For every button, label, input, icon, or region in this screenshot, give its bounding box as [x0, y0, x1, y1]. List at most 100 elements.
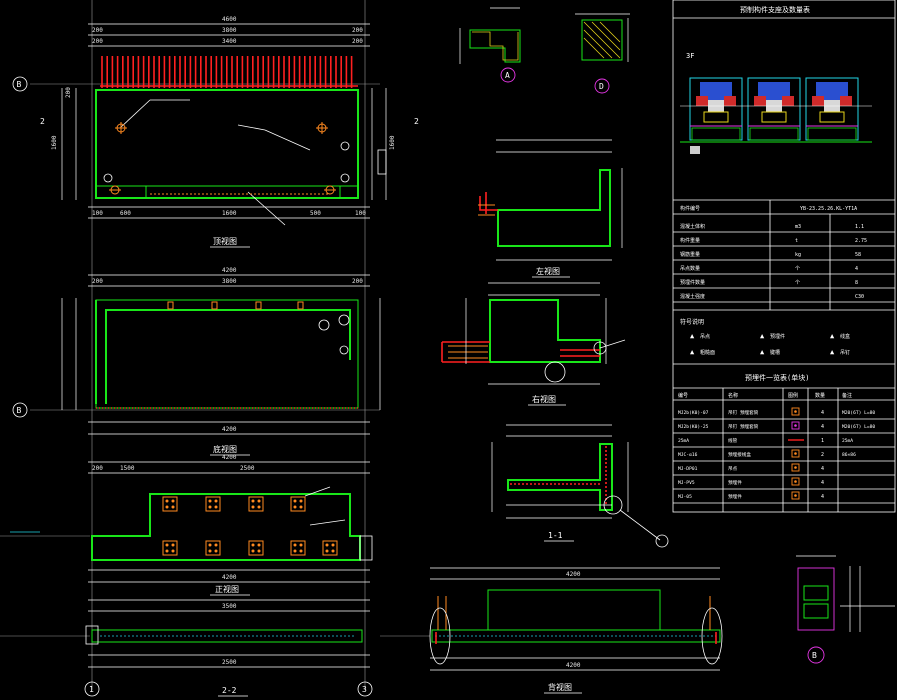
- svg-text:D: D: [599, 82, 604, 91]
- embed-plate: [205, 496, 221, 512]
- svg-text:500: 500: [310, 210, 321, 217]
- info-panel: 预制构件支座及数量表 3F 构件编号 YB-23.25.26.KL-YT1A 混…: [672, 0, 896, 513]
- legend-item: ▲ 预埋件: [760, 332, 785, 340]
- svg-text:钢筋重量: 钢筋重量: [680, 251, 700, 258]
- svg-text:200: 200: [352, 278, 363, 285]
- svg-text:200: 200: [92, 38, 103, 45]
- svg-text:3: 3: [362, 685, 367, 694]
- svg-text:2500: 2500: [240, 465, 255, 472]
- table2-title: 预埋件一览表(单块): [745, 373, 809, 382]
- svg-text:线盒: 线盒: [840, 333, 850, 340]
- axis-label-b2: B: [17, 406, 22, 415]
- svg-text:3400: 3400: [222, 38, 237, 45]
- top-view-title: 顶视图: [213, 236, 237, 246]
- embed-plate: [162, 540, 178, 556]
- svg-text:4200: 4200: [566, 571, 581, 578]
- svg-text:4200: 4200: [222, 574, 237, 581]
- table1-row: 混凝土体积 m3 1.1: [673, 223, 895, 233]
- svg-text:600: 600: [120, 210, 131, 217]
- svg-text:m3: m3: [795, 224, 801, 230]
- svg-text:吊钉 预埋套筒: 吊钉 预埋套筒: [728, 409, 759, 416]
- legend-item: ▲键槽: [760, 348, 780, 356]
- axis-bubble-3: 3: [357, 681, 373, 697]
- svg-text:1.1: 1.1: [855, 224, 864, 230]
- right-view: 右视图: [441, 282, 626, 406]
- legend-item: ▲吊点: [690, 332, 710, 340]
- svg-text:▲: ▲: [830, 332, 835, 340]
- svg-text:100: 100: [355, 210, 366, 217]
- svg-text:B: B: [812, 651, 817, 660]
- svg-text:1600: 1600: [389, 135, 396, 150]
- svg-text:吊点: 吊点: [700, 334, 710, 340]
- rebar-comb: [101, 56, 353, 88]
- svg-text:预埋接线盒: 预埋接线盒: [728, 451, 751, 458]
- svg-text:混凝土体积: 混凝土体积: [680, 223, 705, 230]
- svg-text:58: 58: [855, 252, 861, 258]
- embed-plate: [248, 496, 264, 512]
- legend-item: ▲吊钉: [830, 348, 850, 356]
- svg-text:3500: 3500: [222, 603, 237, 610]
- table2-header-cell: 图例: [788, 392, 798, 399]
- svg-text:构件重量: 构件重量: [680, 237, 700, 244]
- axis-label-2-left: 2: [40, 117, 45, 126]
- svg-text:200: 200: [92, 278, 103, 285]
- svg-text:3800: 3800: [222, 278, 237, 285]
- svg-text:3F: 3F: [686, 52, 694, 60]
- svg-text:M20(6T) L=80: M20(6T) L=80: [842, 424, 875, 430]
- axis-label-b: B: [17, 80, 22, 89]
- table2-header-cell: 备注: [842, 392, 852, 399]
- svg-text:个: 个: [795, 280, 800, 286]
- svg-text:构件编号: 构件编号: [680, 205, 700, 212]
- axis-lines: [0, 0, 430, 690]
- svg-text:C30: C30: [855, 294, 864, 300]
- svg-text:8: 8: [855, 280, 858, 286]
- side-view: 4200 200 1500 2500 4200 正视图: [10, 454, 373, 596]
- svg-text:200: 200: [92, 27, 103, 34]
- section-1-1: 1-1: [491, 424, 669, 548]
- svg-text:▲: ▲: [760, 332, 765, 340]
- building-model: [680, 77, 872, 154]
- section-2-title: 2-2: [222, 686, 237, 695]
- svg-text:t: t: [795, 238, 798, 244]
- left-view: 左视图: [478, 139, 623, 278]
- axis-label-2-right: 2: [414, 117, 419, 126]
- svg-text:线管: 线管: [728, 437, 738, 444]
- svg-text:4200: 4200: [222, 267, 237, 274]
- section-2-2: 3500 2500 2-2: [85, 599, 370, 697]
- svg-text:1: 1: [821, 438, 824, 444]
- svg-text:200: 200: [65, 87, 72, 98]
- svg-text:2500: 2500: [222, 659, 237, 666]
- svg-text:1600: 1600: [51, 135, 58, 150]
- svg-text:M20(6T) L=80: M20(6T) L=80: [842, 410, 875, 416]
- axis-bubble-b-top: B: [12, 76, 28, 92]
- embed-plate: [162, 496, 178, 512]
- svg-text:kg: kg: [795, 252, 801, 258]
- table2-header-cell: 数量: [815, 392, 825, 399]
- table1-row: 钢筋重量 kg 58: [673, 251, 895, 261]
- svg-text:预埋件: 预埋件: [770, 333, 785, 340]
- svg-text:3800: 3800: [222, 27, 237, 34]
- bottom-view: 4200 200 3800 200 4200 底视图: [61, 267, 381, 456]
- bottom-view-title: 底视图: [213, 444, 237, 454]
- back-view: 4200 4200 背视图: [429, 567, 723, 694]
- svg-text:4600: 4600: [222, 16, 237, 23]
- svg-text:键槽: 键槽: [770, 349, 780, 356]
- svg-text:YB-23.25.26.KL-YT1A: YB-23.25.26.KL-YT1A: [800, 206, 857, 212]
- svg-text:MJC-α16: MJC-α16: [678, 452, 698, 458]
- svg-text:吊点数量: 吊点数量: [680, 265, 700, 272]
- back-view-title: 背视图: [548, 682, 572, 692]
- svg-text:25mA: 25mA: [842, 438, 853, 444]
- svg-text:1: 1: [89, 685, 94, 694]
- detail-a: A: [459, 7, 521, 83]
- svg-text:200: 200: [352, 38, 363, 45]
- embed-plate: [290, 540, 306, 556]
- legend-item: ▲ 线盒: [830, 332, 850, 340]
